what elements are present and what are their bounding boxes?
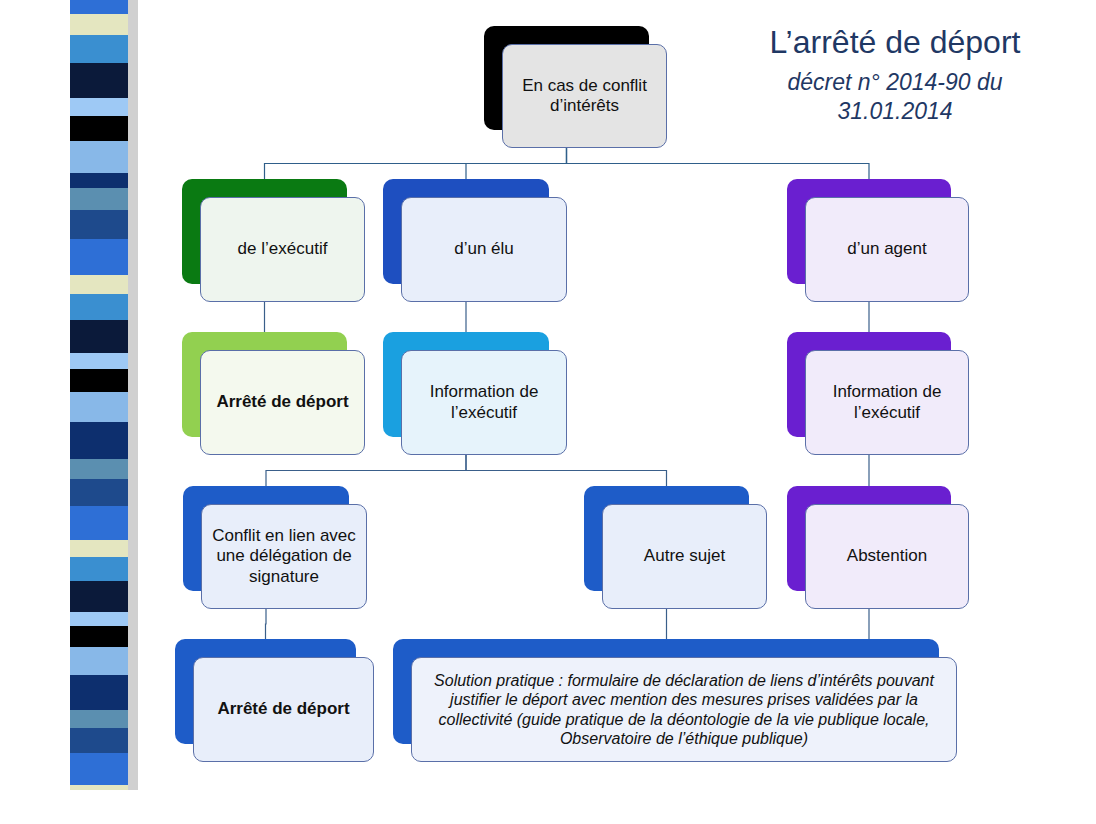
stripe-band — [70, 581, 128, 612]
stripe-band — [70, 392, 128, 422]
connector — [266, 455, 466, 504]
connector — [465, 302, 466, 350]
connector — [264, 302, 265, 350]
stripe-band — [70, 422, 128, 459]
process-box: Information de l’exécutif — [805, 350, 969, 455]
stripe-band — [70, 626, 128, 647]
node-text: d’un élu — [454, 239, 514, 259]
node-text: de l’exécutif — [238, 239, 328, 259]
stripe-band — [70, 479, 128, 506]
stripe-band — [70, 141, 128, 173]
decorative-stripe — [0, 0, 140, 824]
stripe-band — [70, 35, 128, 63]
node-text: Abstention — [847, 546, 927, 566]
decision-box: Arrêté de déport — [193, 657, 374, 762]
stripe-band — [70, 98, 128, 116]
stripe-band — [70, 14, 128, 35]
process-box: Information de l’exécutif — [401, 350, 567, 455]
stripe-band — [70, 275, 128, 294]
stripe-band — [70, 210, 128, 239]
process-box: Conflit en lien avec une délégation de s… — [201, 504, 367, 609]
connector — [466, 148, 567, 197]
stripe-band — [70, 188, 128, 210]
node-text: Conflit en lien avec une délégation de s… — [212, 526, 356, 587]
stripe-band — [70, 612, 128, 626]
process-box: Abstention — [805, 504, 969, 609]
stripe-band — [70, 353, 128, 369]
stripe-band — [70, 647, 128, 675]
node-text: Information de l’exécutif — [816, 382, 958, 423]
process-box: Autre sujet — [602, 504, 767, 609]
stripe-band — [70, 63, 128, 98]
stripe-band — [70, 320, 128, 353]
connector — [666, 609, 667, 657]
stripe-band — [70, 369, 128, 392]
stripe-band — [70, 675, 128, 710]
stripe-band — [70, 540, 128, 557]
connector — [868, 609, 869, 657]
decision-box: Arrêté de déport — [200, 350, 365, 455]
stripe-band — [70, 239, 128, 275]
stripe-band — [70, 294, 128, 320]
node-text: Arrêté de déport — [217, 699, 349, 719]
stripe-band — [70, 557, 128, 581]
connector — [265, 609, 267, 657]
note-box: Solution pratique : formulaire de déclar… — [411, 657, 957, 762]
branch-box: d’un élu — [401, 197, 567, 302]
connector — [868, 302, 869, 350]
stripe-band — [70, 728, 128, 753]
node-text: Autre sujet — [644, 546, 725, 566]
stripe-band — [70, 785, 128, 790]
stripe-band — [70, 506, 128, 540]
node-text: En cas de conflit d’intérêts — [513, 76, 656, 117]
stripe-band — [70, 710, 128, 728]
root-box: En cas de conflit d’intérêts — [502, 44, 667, 148]
node-text: d’un agent — [847, 239, 926, 259]
stripe-band — [70, 753, 128, 785]
node-text: Arrêté de déport — [216, 392, 348, 412]
connector — [868, 455, 869, 504]
stripe-band — [70, 116, 128, 141]
connector — [265, 148, 567, 197]
stripe-band — [70, 173, 128, 188]
node-text: Solution pratique : formulaire de déclar… — [422, 671, 946, 748]
stripe-band — [70, 0, 128, 14]
branch-box: de l’exécutif — [200, 197, 365, 302]
branch-box: d’un agent — [805, 197, 969, 302]
title: L’arrêté de déport — [720, 24, 1070, 61]
connector — [567, 148, 870, 197]
stripe-band — [70, 459, 128, 479]
connector — [466, 455, 667, 504]
decree-reference: décret n° 2014-90 du 31.01.2014 — [760, 68, 1030, 126]
node-text: Information de l’exécutif — [412, 382, 556, 423]
